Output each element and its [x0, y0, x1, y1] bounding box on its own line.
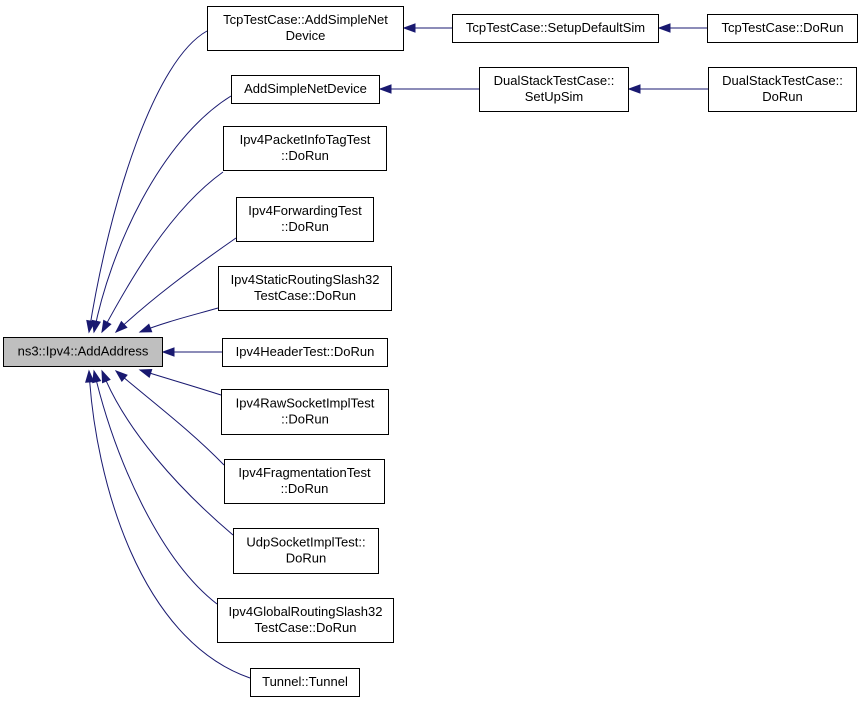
arrow-head-icon: [101, 369, 111, 384]
node-tcp_dorun[interactable]: TcpTestCase::DoRun: [707, 14, 858, 43]
arrow-head-icon: [138, 368, 153, 378]
node-label-line: Ipv4PacketInfoTagTest: [240, 132, 371, 147]
node-tunnel[interactable]: Tunnel::Tunnel: [250, 668, 360, 697]
edge-header-to-root: [161, 347, 222, 357]
edge-tcp_setup-to-tcp_add: [402, 23, 452, 33]
node-label-line: ::DoRun: [281, 219, 329, 234]
node-box: [236, 197, 374, 242]
node-box: [222, 338, 388, 367]
arrow-head-icon: [161, 347, 175, 357]
arrow-head-icon: [627, 84, 641, 94]
edge-line: [139, 307, 219, 333]
node-label-line: ::DoRun: [281, 412, 329, 427]
node-label-line: Ipv4ForwardingTest: [248, 203, 362, 218]
node-label-line: Ipv4StaticRoutingSlash32: [231, 272, 380, 287]
node-box: [221, 389, 389, 435]
edge-line: [115, 237, 237, 333]
node-label-line: UdpSocketImplTest::: [246, 535, 365, 550]
edge-line: [101, 171, 224, 333]
node-box: [224, 459, 385, 504]
node-label-line: DoRun: [762, 89, 802, 104]
edge-udp-to-root: [101, 369, 234, 536]
node-label-line: Ipv4GlobalRoutingSlash32: [229, 604, 383, 619]
node-label-line: TestCase::DoRun: [255, 620, 357, 635]
edge-frag-to-root: [114, 370, 225, 466]
node-box: [233, 528, 379, 574]
node-label-line: TcpTestCase::SetupDefaultSim: [466, 20, 645, 35]
node-box: [452, 14, 659, 43]
arrow-head-icon: [114, 370, 128, 383]
node-box: [479, 67, 629, 112]
node-raw[interactable]: Ipv4RawSocketImplTest::DoRun: [221, 389, 389, 435]
node-header[interactable]: Ipv4HeaderTest::DoRun: [222, 338, 388, 367]
arrow-head-icon: [85, 369, 95, 383]
edge-line: [88, 30, 208, 333]
node-label-line: DualStackTestCase::: [722, 73, 843, 88]
node-pkt_info[interactable]: Ipv4PacketInfoTagTest::DoRun: [223, 126, 387, 171]
edge-tcp_dorun-to-tcp_setup: [657, 23, 707, 33]
edge-tunnel-to-root: [85, 369, 251, 679]
node-tcp_add[interactable]: TcpTestCase::AddSimpleNetDevice: [207, 6, 404, 51]
edge-static32-to-root: [138, 307, 219, 333]
arrow-head-icon: [378, 84, 392, 94]
node-label-line: SetUpSim: [525, 89, 584, 104]
arrow-head-icon: [91, 319, 101, 334]
edge-raw-to-root: [138, 368, 222, 396]
node-ds_setup[interactable]: DualStackTestCase::SetUpSim: [479, 67, 629, 112]
nodes-layer: ns3::Ipv4::AddAddress TcpTestCase::AddSim…: [3, 6, 858, 697]
node-label-line: Ipv4FragmentationTest: [238, 465, 371, 480]
edge-line: [93, 95, 232, 333]
node-label-line: TcpTestCase::AddSimpleNet: [223, 12, 388, 27]
edge-line: [88, 370, 251, 679]
node-box: [217, 598, 394, 643]
node-label-line: Ipv4RawSocketImplTest: [236, 396, 375, 411]
arrow-head-icon: [402, 23, 416, 33]
node-box: [708, 67, 857, 112]
edges-layer: [85, 23, 708, 679]
node-label-line: AddSimpleNetDevice: [244, 81, 367, 96]
node-add_simple[interactable]: AddSimpleNetDevice: [231, 75, 380, 104]
edge-pkt_info-to-root: [101, 171, 224, 334]
node-label-line: ::DoRun: [281, 481, 329, 496]
node-root[interactable]: ns3::Ipv4::AddAddress: [3, 337, 163, 367]
node-label-line: ns3::Ipv4::AddAddress: [18, 344, 149, 359]
edge-global32-to-root: [92, 369, 218, 605]
node-frag[interactable]: Ipv4FragmentationTest::DoRun: [224, 459, 385, 504]
node-box: [218, 266, 392, 311]
edge-line: [139, 369, 222, 396]
node-label-line: TestCase::DoRun: [254, 288, 356, 303]
node-udp[interactable]: UdpSocketImplTest::DoRun: [233, 528, 379, 574]
node-label-line: Device: [286, 28, 326, 43]
edge-fwd-to-root: [114, 237, 237, 333]
node-label-line: DualStackTestCase::: [494, 73, 615, 88]
edge-ds_dorun-to-ds_setup: [627, 84, 708, 94]
edge-ds_setup-to-add_simple: [378, 84, 479, 94]
node-box: [207, 6, 404, 51]
node-label-line: DoRun: [286, 551, 326, 566]
node-box: [250, 668, 360, 697]
node-label-line: Ipv4HeaderTest::DoRun: [236, 344, 375, 359]
edge-line: [93, 370, 218, 605]
edge-line: [115, 370, 225, 466]
node-tcp_setup[interactable]: TcpTestCase::SetupDefaultSim: [452, 14, 659, 43]
edge-add_simple-to-root: [91, 95, 232, 334]
node-box: [707, 14, 858, 43]
arrow-head-icon: [138, 323, 153, 333]
node-ds_dorun[interactable]: DualStackTestCase::DoRun: [708, 67, 857, 112]
node-box: [3, 337, 163, 367]
node-label-line: ::DoRun: [281, 148, 329, 163]
node-fwd[interactable]: Ipv4ForwardingTest::DoRun: [236, 197, 374, 242]
node-box: [223, 126, 387, 171]
edge-line: [101, 370, 234, 536]
arrow-head-icon: [657, 23, 671, 33]
arrow-head-icon: [114, 320, 128, 333]
node-label-line: Tunnel::Tunnel: [262, 674, 348, 689]
node-label-line: TcpTestCase::DoRun: [721, 20, 843, 35]
arrow-head-icon: [101, 319, 112, 334]
node-box: [231, 75, 380, 104]
arrow-head-icon: [92, 369, 102, 384]
